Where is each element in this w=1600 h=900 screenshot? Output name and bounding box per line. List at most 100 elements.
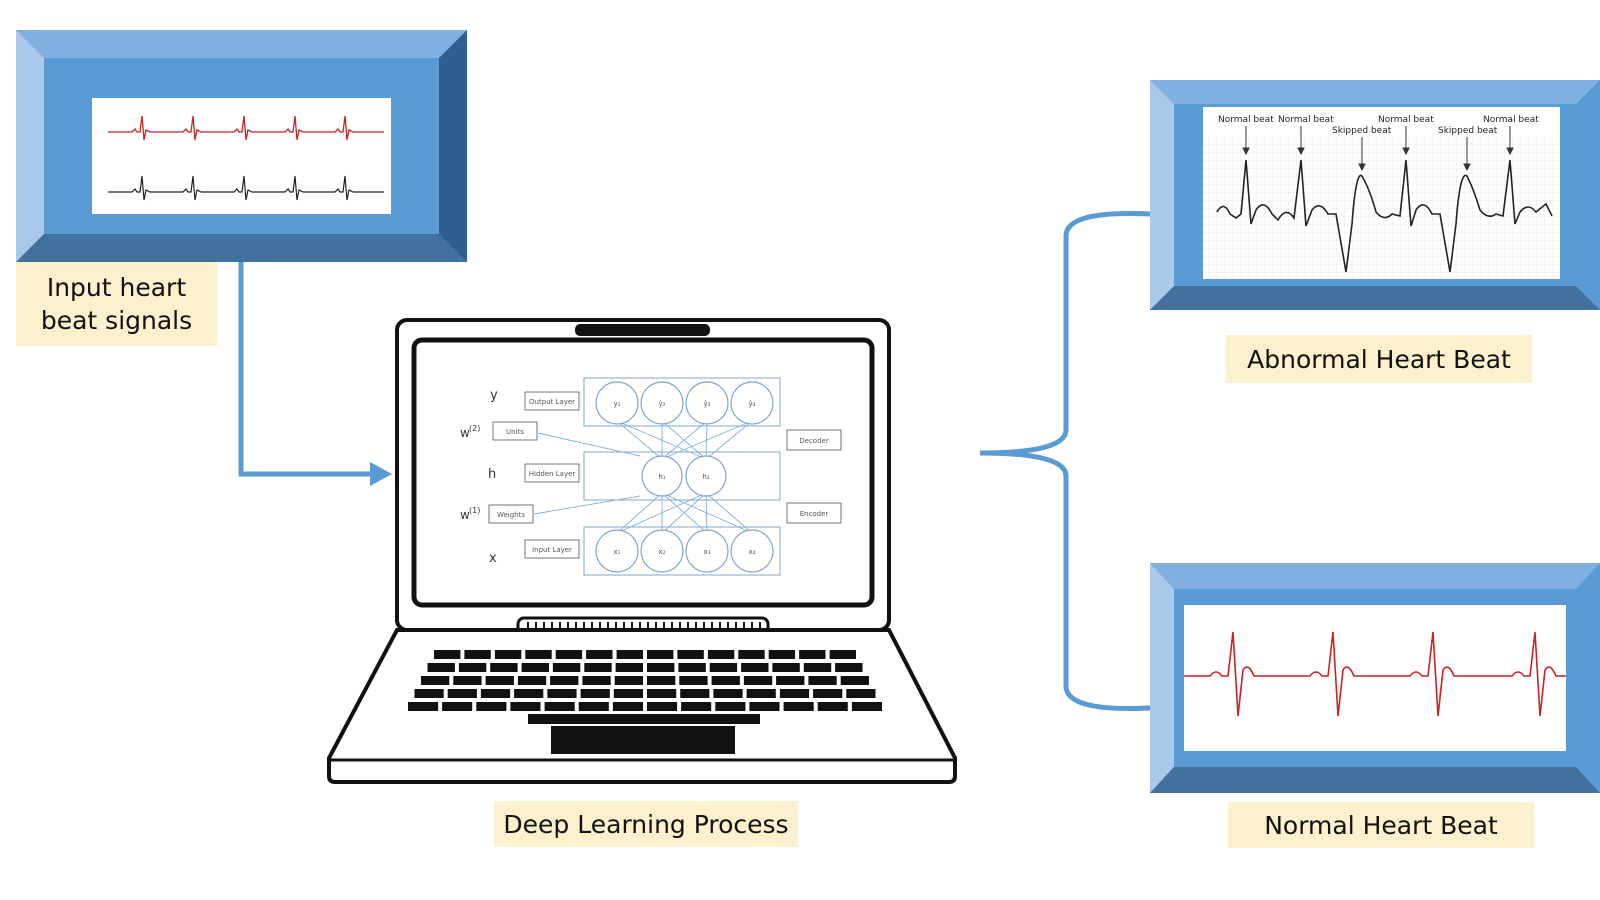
keyboard-key: [485, 676, 514, 685]
keyboard-key: [783, 702, 814, 711]
symbol-w1: w: [460, 508, 470, 522]
symbol-w1-superscript: (1): [469, 506, 480, 515]
keyboard-key: [779, 689, 810, 698]
keyboard-key: [817, 702, 848, 711]
svg-text:Output Layer: Output Layer: [529, 398, 575, 406]
keyboard-key: [442, 702, 473, 711]
keyboard-key: [578, 702, 609, 711]
keyboard-key: [711, 676, 740, 685]
keyboard-key: [510, 702, 541, 711]
svg-text:Weights: Weights: [497, 511, 525, 519]
keyboard-key: [453, 676, 482, 685]
laptop-trackpad: [551, 726, 735, 754]
keyboard-key: [616, 650, 643, 659]
normal-heart-beat-frame: [1150, 563, 1600, 793]
keyboard-key: [835, 663, 863, 672]
keyboard-key: [680, 689, 710, 698]
keyboard-key: [851, 702, 882, 711]
keyboard-key: [647, 689, 677, 698]
keyboard-key: [707, 650, 735, 659]
svg-text:x₃: x₃: [704, 548, 711, 556]
keyboard-key: [799, 650, 826, 659]
svg-text:ŷ₄: ŷ₄: [749, 400, 756, 408]
keyboard-key: [434, 650, 461, 659]
keyboard-key: [615, 663, 643, 672]
keyboard-key: [580, 689, 610, 698]
keyboard-key: [414, 689, 444, 698]
output-brace-connector: [979, 211, 1151, 711]
svg-text:y₁: y₁: [614, 400, 621, 408]
keyboard-key: [738, 650, 765, 659]
keyboard-key: [550, 676, 579, 685]
symbol-w2: w: [460, 426, 470, 440]
svg-text:ŷ₃: ŷ₃: [704, 400, 711, 408]
keyboard-key: [647, 702, 678, 711]
keyboard-key: [681, 702, 712, 711]
abnormal-ecg-grid: [1203, 138, 1560, 279]
keyboard-key: [741, 663, 769, 672]
laptop-spacebar: [528, 714, 760, 724]
output-node-3: ŷ₃: [685, 381, 729, 425]
keyboard-key: [709, 663, 738, 672]
annotation-arrows: [1242, 126, 1514, 172]
keyboard-key: [713, 689, 743, 698]
network-connections: [533, 420, 753, 534]
input-layer-container: [583, 526, 781, 576]
keyboard-key: [464, 650, 491, 659]
abnormal-heart-beat-frame: Normal beat Normal beat Skipped beat Nor…: [1150, 80, 1600, 310]
hidden-node-2: h₂: [685, 455, 727, 497]
keyboard-key: [544, 702, 575, 711]
keyboard-key: [552, 663, 581, 672]
svg-text:Input Layer: Input Layer: [532, 546, 572, 554]
keyboard-key: [613, 689, 643, 698]
hidden-layer-label-box: Hidden Layer: [524, 463, 580, 483]
weights-label-box: Weights: [488, 504, 534, 524]
symbol-x: x: [489, 551, 497, 566]
keyboard-key: [813, 689, 843, 698]
input-to-laptop-connector: [238, 262, 372, 477]
keyboard-key: [647, 663, 675, 672]
svg-text:Units: Units: [506, 428, 524, 436]
keyboard-key: [612, 702, 643, 711]
keyboard-key: [647, 650, 674, 659]
input-caption-line-1: Input heart: [46, 273, 187, 302]
keyboard-key: [494, 650, 522, 659]
keyboard-key: [614, 676, 643, 685]
svg-text:x₄: x₄: [749, 548, 756, 556]
laptop-camera-bar: [575, 324, 710, 336]
keyboard-key: [808, 676, 837, 685]
annotation-normal-beat-3: Normal beat: [1378, 115, 1434, 125]
abnormal-heart-beat-caption: Abnormal Heart Beat: [1226, 335, 1532, 383]
keyboard-key: [480, 689, 511, 698]
encoder-label-box: Encoder: [786, 502, 842, 524]
keyboard-key: [749, 702, 780, 711]
keyboard-key: [421, 676, 450, 685]
keyboard-key: [829, 650, 856, 659]
input-node-4: x₄: [730, 529, 774, 573]
hidden-node-1: h₁: [641, 455, 683, 497]
input-arrow-head: [370, 462, 392, 486]
input-node-3: x₃: [685, 529, 729, 573]
keyboard-key: [746, 689, 776, 698]
keyboard-key: [679, 676, 708, 685]
keyboard-key: [447, 689, 477, 698]
keyboard-key: [846, 689, 876, 698]
keyboard-key: [514, 689, 544, 698]
svg-text:Decoder: Decoder: [799, 437, 829, 445]
normal-ecg-trace: [1184, 631, 1566, 717]
keyboard-key: [776, 676, 805, 685]
svg-text:x₂: x₂: [659, 548, 666, 556]
annotation-normal-beat-4: Normal beat: [1483, 115, 1539, 125]
input-node-1: x₁: [595, 529, 639, 573]
keyboard-key: [555, 650, 583, 659]
keyboard-key: [743, 676, 773, 685]
normal-heart-beat-caption: Normal Heart Beat: [1228, 802, 1534, 848]
svg-text:x₁: x₁: [614, 548, 621, 556]
keyboard-key: [427, 663, 455, 672]
annotation-skipped-beat-1: Skipped beat: [1332, 126, 1392, 136]
keyboard-key: [476, 702, 507, 711]
units-label-box: Units: [492, 421, 538, 441]
keyboard-key: [678, 663, 706, 672]
